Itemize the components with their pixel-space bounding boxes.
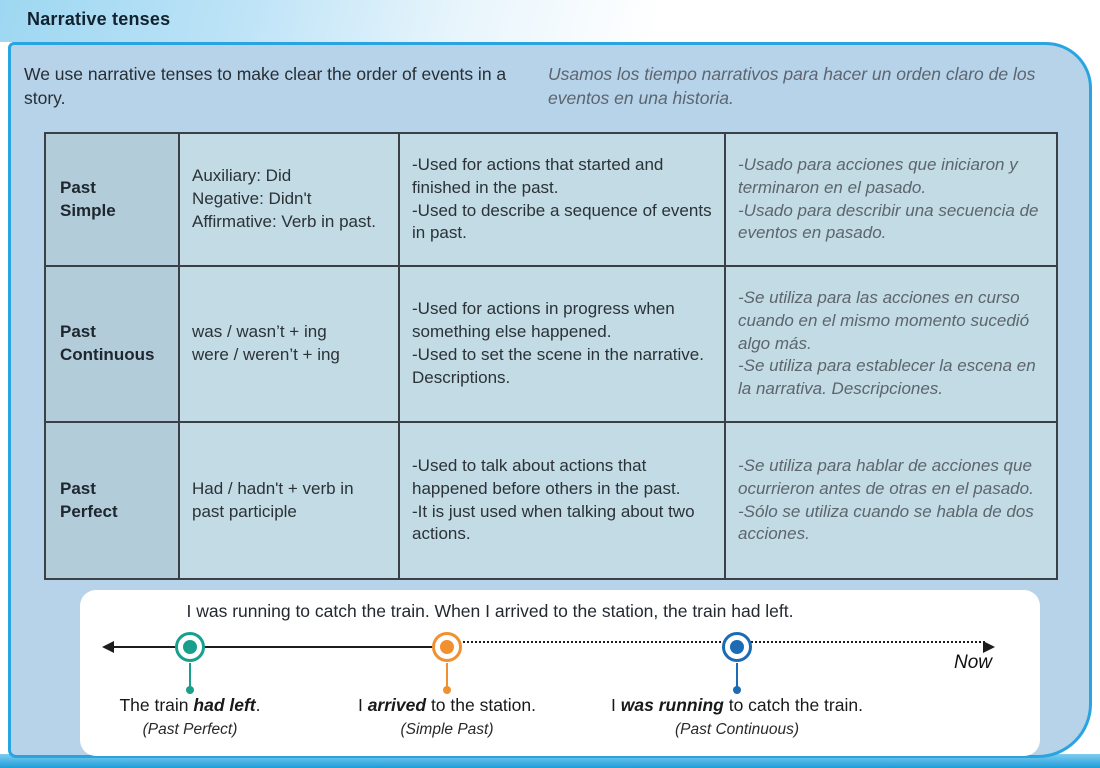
highlighted-verb: was running <box>620 695 724 715</box>
simple-past-example: I arrived to the station. <box>357 695 537 715</box>
tense-name-cell: Past Perfect <box>44 421 180 580</box>
timeline-solid-line <box>113 646 447 648</box>
timeline-example-box: I was running to catch the train. When I… <box>80 590 1040 756</box>
form-cell: was / wasn’t + ing were / weren’t + ing <box>178 265 400 423</box>
highlighted-verb: arrived <box>367 695 427 715</box>
past-perfect-tense-label: (Past Perfect) <box>142 721 238 738</box>
timeline-left-arrow-icon <box>102 641 114 653</box>
usage-spanish-cell: -Usado para acciones que iniciaron y ter… <box>724 132 1058 267</box>
form-cell: Had / hadn't + verb in past participle <box>178 421 400 580</box>
tense-table: Past Simple Auxiliary: Did Negative: Did… <box>44 132 1058 580</box>
usage-english-cell: -Used for actions that started and finis… <box>398 132 726 267</box>
marker-dot <box>440 640 454 654</box>
usage-spanish-cell: -Se utiliza para hablar de acciones que … <box>724 421 1058 580</box>
main-panel: We use narrative tenses to make clear th… <box>8 42 1092 758</box>
intro-spanish: Usamos los tiempo narrativos para hacer … <box>548 64 1036 109</box>
simple-past-stem <box>443 663 451 694</box>
past-perfect-stem <box>186 663 194 694</box>
past-continuous-stem <box>733 663 741 694</box>
simple-past-marker-icon <box>432 632 462 662</box>
now-label: Now <box>953 652 992 673</box>
timeline-dotted-line <box>447 641 985 643</box>
usage-english-cell: -Used to talk about actions that happene… <box>398 421 726 580</box>
usage-spanish-cell: -Se utiliza para las acciones en curso c… <box>724 265 1058 423</box>
example-sentence: I was running to catch the train. When I… <box>186 601 794 621</box>
simple-past-tense-label: (Simple Past) <box>400 721 494 738</box>
highlighted-verb: had left <box>193 695 256 715</box>
past-continuous-example: I was running to catch the train. <box>611 695 863 715</box>
header-band: Narrative tenses <box>0 0 1100 42</box>
table-row-past-perfect: Past Perfect Had / hadn't + verb in past… <box>44 421 1058 580</box>
past-continuous-tense-label: (Past Continuous) <box>674 721 800 738</box>
form-cell: Auxiliary: Did Negative: Didn't Affirmat… <box>178 132 400 267</box>
timeline-right-arrow-icon <box>983 641 995 653</box>
page-title: Narrative tenses <box>27 9 171 29</box>
marker-dot <box>183 640 197 654</box>
past-perfect-example: The train had left. <box>119 695 261 715</box>
past-continuous-marker-icon <box>722 632 752 662</box>
table-row-past-simple: Past Simple Auxiliary: Did Negative: Did… <box>44 132 1058 267</box>
tense-name-cell: Past Continuous <box>44 265 180 423</box>
tense-name-cell: Past Simple <box>44 132 180 267</box>
marker-dot <box>730 640 744 654</box>
past-perfect-marker-icon <box>175 632 205 662</box>
table-row-past-continuous: Past Continuous was / wasn’t + ing were … <box>44 265 1058 423</box>
usage-english-cell: -Used for actions in progress when somet… <box>398 265 726 423</box>
intro-english: We use narrative tenses to make clear th… <box>24 64 507 109</box>
